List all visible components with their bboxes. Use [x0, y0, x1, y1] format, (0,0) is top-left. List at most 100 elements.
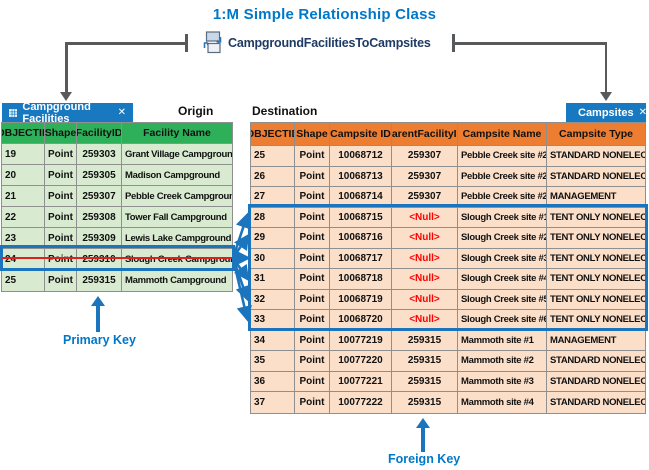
table-cell: Point — [45, 144, 77, 165]
table-cell: 259305 — [77, 165, 122, 186]
table-cell: 10068719 — [330, 289, 392, 310]
table-cell: Mammoth site #3 — [458, 371, 547, 392]
table-cell: 10077219 — [330, 330, 392, 351]
relationship-class: CampgroundFacilitiesToCampsites — [202, 31, 431, 54]
table-cell: Point — [295, 207, 330, 228]
table-cell: Pebble Creek site #26 — [458, 166, 547, 187]
table-cell: Point — [295, 187, 330, 208]
table-cell: 36 — [251, 371, 295, 392]
table-cell: 10077220 — [330, 351, 392, 372]
relationship-fan-arrows — [231, 212, 252, 322]
table-cell: 19 — [2, 144, 45, 165]
table-cell: STANDARD NONELECTRIC — [547, 392, 645, 413]
table-cell: Slough Creek site #3 — [458, 248, 547, 269]
campsites-table: OBJECTIDShapeCampsite IDParentFacilityID… — [250, 122, 646, 414]
connector-drop-right — [604, 42, 607, 92]
table-cell: 10068718 — [330, 269, 392, 290]
table-cell: Point — [295, 228, 330, 249]
foreign-key-arrow — [416, 418, 430, 428]
column-header: Facility Name — [122, 123, 232, 144]
table-cell: 33 — [251, 310, 295, 331]
table-cell: Mammoth site #4 — [458, 392, 547, 413]
table-cell: 259307 — [392, 146, 458, 167]
tab-campsites[interactable]: Campsites ✕ — [566, 103, 648, 122]
table-cell: Slough Creek Campground — [122, 249, 232, 270]
table-cell: Pebble Creek Campground — [122, 186, 232, 207]
column-header: ParentFacilityID — [392, 123, 458, 146]
connector-line-right — [455, 42, 606, 45]
table-cell: Point — [45, 165, 77, 186]
table-cell: 34 — [251, 330, 295, 351]
table-cell: 259315 — [392, 330, 458, 351]
column-header: Shape — [295, 123, 330, 146]
table-cell: Slough Creek site #6 — [458, 310, 547, 331]
tab-label: Campground Facilities — [22, 100, 91, 125]
table-cell: STANDARD NONELECTRIC — [547, 351, 645, 372]
table-cell: 24 — [2, 249, 45, 270]
table-cell: 35 — [251, 351, 295, 372]
table-grid-icon — [9, 108, 18, 117]
foreign-key-arrow-shaft — [421, 427, 425, 452]
table-cell: 259307 — [392, 187, 458, 208]
table-header-row: OBJECTIDShapeFacilityIDFacility Name — [2, 123, 232, 144]
column-header: OBJECTID — [251, 123, 295, 146]
tab-campground-facilities[interactable]: Campground Facilities ✕ — [2, 100, 133, 125]
table-cell: STANDARD NONELECTRIC — [547, 146, 645, 167]
close-icon[interactable]: ✕ — [638, 107, 648, 118]
table-cell: 25 — [251, 146, 295, 167]
table-cell: 259315 — [392, 392, 458, 413]
table-cell: TENT ONLY NONELECTRIC — [547, 207, 645, 228]
relationship-arrow — [231, 257, 252, 322]
table-cell: Point — [295, 392, 330, 413]
table-cell: STANDARD NONELECTRIC — [547, 371, 645, 392]
table-cell: Point — [295, 310, 330, 331]
table-cell: Grant Village Campground — [122, 144, 232, 165]
table-cell: 23 — [2, 228, 45, 249]
connector-tbar-right — [452, 34, 455, 52]
table-cell: 10068717 — [330, 248, 392, 269]
table-cell: Mammoth site #2 — [458, 351, 547, 372]
table-cell: TENT ONLY NONELECTRIC — [547, 248, 645, 269]
table-cell: 30 — [251, 248, 295, 269]
table-cell: Point — [295, 146, 330, 167]
primary-key-arrow — [91, 296, 105, 306]
table-cell: Tower Fall Campground — [122, 207, 232, 228]
table-cell: Madison Campground — [122, 165, 232, 186]
table-cell: Point — [45, 207, 77, 228]
close-icon[interactable]: ✕ — [117, 107, 126, 118]
table-cell: MANAGEMENT — [547, 187, 645, 208]
table-cell: 259315 — [392, 371, 458, 392]
relationship-arrow — [231, 212, 251, 259]
table-cell: Pebble Creek site #27 — [458, 187, 547, 208]
table-cell: Point — [45, 228, 77, 249]
table-cell: 259315 — [392, 351, 458, 372]
column-header: OBJECTID — [2, 123, 45, 144]
connector-arrowhead-right — [599, 92, 612, 101]
table-cell: 10068714 — [330, 187, 392, 208]
primary-key-label: Primary Key — [63, 333, 136, 347]
table-cell: 27 — [251, 187, 295, 208]
campground-facilities-table: OBJECTIDShapeFacilityIDFacility Name19Po… — [1, 122, 233, 292]
table-cell: 29 — [251, 228, 295, 249]
relationship-class-name: CampgroundFacilitiesToCampsites — [228, 35, 431, 50]
relationship-class-icon — [203, 31, 222, 54]
tab-label: Campsites — [578, 106, 634, 119]
table-cell: Lewis Lake Campground — [122, 228, 232, 249]
table-cell: Point — [295, 289, 330, 310]
diagram-title: 1:M Simple Relationship Class — [212, 6, 437, 23]
table-cell: <Null> — [392, 248, 458, 269]
